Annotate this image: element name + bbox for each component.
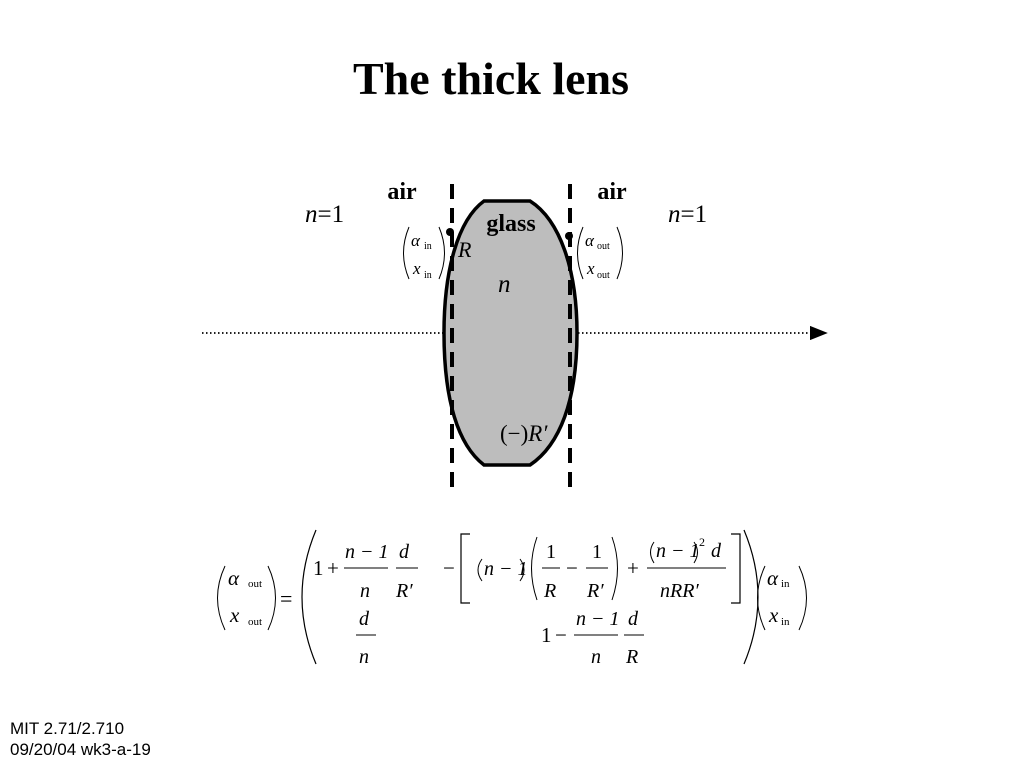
svg-text:n − 1: n − 1 <box>656 540 700 562</box>
svg-text:n: n <box>591 646 601 668</box>
matrix-element-c: d n <box>356 608 376 668</box>
matrix-right-bracket <box>743 529 759 665</box>
svg-text:1: 1 <box>541 623 552 647</box>
transfer-matrix-equation: α out x out = 1 + n − 1 n d R′ − n − 1 <box>217 529 807 668</box>
svg-text:out: out <box>597 270 610 281</box>
input-vertex-dot <box>446 228 454 236</box>
left-medium-label: air <box>387 179 417 205</box>
lens-index-symbol: n <box>498 271 511 298</box>
svg-text:nRR′: nRR′ <box>660 580 699 602</box>
svg-text:n − 1: n − 1 <box>345 541 389 563</box>
lens-body <box>442 199 579 467</box>
svg-text:1: 1 <box>313 556 324 580</box>
svg-text:d: d <box>628 608 639 630</box>
matrix-left-bracket <box>301 529 317 665</box>
svg-text:R: R <box>543 580 556 602</box>
svg-text:in: in <box>424 270 432 281</box>
svg-text:out: out <box>597 241 610 252</box>
lens-material-label: glass <box>486 211 535 237</box>
slide-footer: MIT 2.71/2.710 09/20/04 wk3-a-19 <box>10 718 151 760</box>
equation-output-vector: α out x out <box>217 565 276 631</box>
svg-text:+: + <box>327 556 339 580</box>
svg-text:α: α <box>585 231 595 250</box>
svg-text:n: n <box>360 580 370 602</box>
svg-text:n: n <box>359 646 369 668</box>
svg-text:x: x <box>412 259 421 278</box>
right-medium-label: air <box>597 179 627 205</box>
svg-text:+: + <box>627 556 639 580</box>
output-ray-vector: α out x out <box>577 226 623 281</box>
svg-text:2: 2 <box>699 535 705 549</box>
svg-text:d: d <box>711 540 722 562</box>
matrix-element-a: 1 + n − 1 n d R′ <box>313 541 418 602</box>
svg-text:R′: R′ <box>395 580 413 602</box>
matrix-element-b: − n − 1 1 R − 1 R′ + n − 1 2 d nRR′ <box>443 533 741 604</box>
second-radius-label: (−)R′ <box>500 421 548 446</box>
course-label: MIT 2.71/2.710 <box>10 719 125 738</box>
svg-text:out: out <box>248 616 262 628</box>
equation-input-vector: α in x in <box>757 565 807 631</box>
svg-text:α: α <box>411 231 421 250</box>
svg-text:in: in <box>781 616 790 628</box>
output-vertex-dot <box>565 232 573 240</box>
equation-equals: = <box>280 586 292 611</box>
svg-text:in: in <box>424 241 432 252</box>
svg-text:n − 1: n − 1 <box>484 558 528 580</box>
svg-text:out: out <box>248 578 262 590</box>
first-radius-label: R <box>457 237 472 262</box>
input-ray-vector: α in x in <box>403 226 445 281</box>
svg-text:x: x <box>586 259 595 278</box>
svg-text:α: α <box>767 566 779 590</box>
svg-text:d: d <box>359 608 370 630</box>
svg-text:R′: R′ <box>586 580 604 602</box>
right-index-label: n=1 <box>668 201 707 228</box>
left-index-label: n=1 <box>305 201 344 228</box>
svg-text:in: in <box>781 578 790 590</box>
svg-text:R: R <box>625 646 638 668</box>
page-title: The thick lens <box>352 53 630 104</box>
svg-text:−: − <box>566 556 578 580</box>
svg-text:x: x <box>229 603 240 627</box>
svg-text:−: − <box>443 556 455 580</box>
svg-text:x: x <box>768 603 779 627</box>
svg-text:d: d <box>399 541 410 563</box>
svg-text:1: 1 <box>592 541 602 563</box>
matrix-element-d: 1 − n − 1 n d R <box>541 608 644 668</box>
svg-text:−: − <box>555 623 567 647</box>
svg-text:n − 1: n − 1 <box>576 608 620 630</box>
svg-text:1: 1 <box>546 541 556 563</box>
date-slide-label: 09/20/04 wk3-a-19 <box>10 740 151 759</box>
svg-text:α: α <box>228 566 240 590</box>
